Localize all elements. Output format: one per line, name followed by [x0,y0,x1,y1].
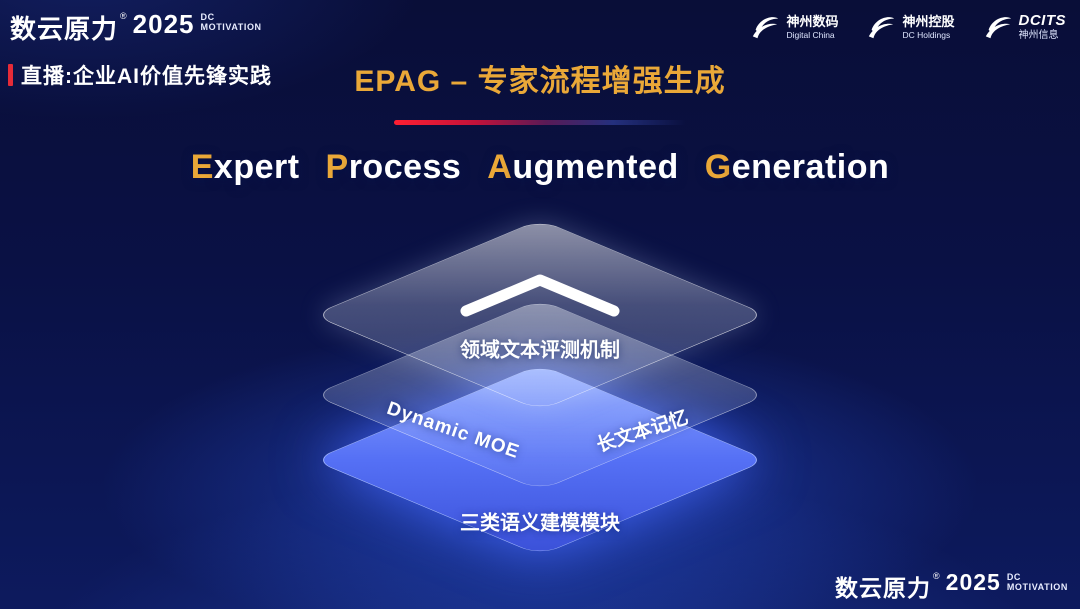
accent-capital: A [487,148,513,186]
live-red-bar [8,64,13,86]
subtitle-word: Generation [705,148,890,187]
live-text: 直播:企业AI价值先锋实践 [21,65,272,88]
accent-capital: P [325,148,349,186]
logo-en-name: DCITS [1018,12,1066,29]
brand-name: 数云原力 [835,575,932,601]
footer-brand-logo: 数云原力 ® 2025 DC MOTIVATION [835,569,1068,603]
accent-capital: E [190,148,214,186]
logo-text: 神州数码 Digital China [786,14,838,40]
logo-cn-name: 神州控股 [902,14,955,30]
brand-year: 2025 [945,569,1001,595]
word-rest: rocess [348,148,462,186]
brand-subtitle: DC MOTIVATION [201,12,262,33]
slide-subtitle: Expert Process Augmented Generation [0,148,1080,187]
top-layer-label: 领域文本评测机制 [460,339,620,362]
subtitle-word: Process [326,148,462,187]
brand-sub-motivation: MOTIVATION [200,22,262,33]
layer-stack-diagram: 领域文本评测机制 Dynamic MOE 长文本记忆 三类语义建模模块 [290,219,790,575]
gradient-divider [394,120,686,125]
bottom-layer-label: 三类语义建模模块 [460,512,620,535]
brand-logo: 数云原力 ® 2025 DC MOTIVATION [10,9,262,46]
registered-mark: ® [120,11,127,21]
partner-logos: 神州数码 Digital China 神州控股 DC Holdings DCIT… [750,12,1066,42]
brand-sub-dc: DC [1006,572,1022,582]
registered-mark: ® [933,571,940,581]
chevron-up-icon [460,274,620,317]
subtitle-word: Augmented [487,148,679,187]
swoosh-icon [753,17,779,39]
logo-cn-name: 神州数码 [786,14,839,30]
brand-subtitle: DC MOTIVATION [1007,572,1068,593]
logo-dcits: DCITS 神州信息 [983,12,1067,42]
logo-cn-name: 神州信息 [1018,30,1059,41]
live-stream-label: 直播:企业AI价值先锋实践 [8,60,272,90]
accent-capital: G [704,148,732,186]
logo-text: 神州控股 DC Holdings [902,14,954,40]
word-rest: eneration [731,148,890,186]
brand-year: 2025 [132,9,195,39]
brand-sub-motivation: MOTIVATION [1006,582,1068,593]
subtitle-word: Expert [191,148,300,187]
logo-text: DCITS 神州信息 [1019,12,1067,42]
logo-digital-china: 神州数码 Digital China [750,12,838,42]
slide-title: EPAG – 专家流程增强生成 [354,65,726,98]
logo-en-name: Digital China [786,29,835,40]
swoosh-icon [985,17,1011,39]
swoosh-icon [869,17,895,39]
word-rest: ugmented [512,148,679,186]
logo-en-name: DC Holdings [902,29,951,40]
word-rest: xpert [213,148,300,186]
brand-sub-dc: DC [200,12,215,22]
logo-dc-holdings: 神州控股 DC Holdings [866,12,955,42]
brand-name: 数云原力 [10,14,119,44]
